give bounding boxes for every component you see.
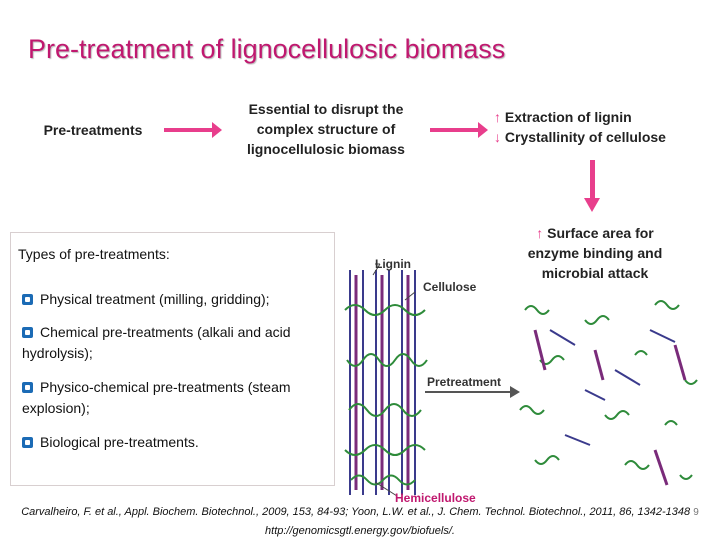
- surface-text: ↑ Surface area for enzyme binding and mi…: [527, 225, 663, 281]
- page-number: 9: [693, 507, 699, 518]
- list-item: Chemical pre-treatments (alkali and acid…: [22, 324, 291, 361]
- checkbox-bullet-icon: [22, 437, 33, 448]
- pretreatments-label: Pre-treatments: [43, 122, 143, 138]
- checkbox-bullet-icon: [22, 327, 33, 338]
- effects-text: ↑ Extraction of lignin ↓ Crystallinity o…: [494, 109, 666, 145]
- page-title: Pre-treatment of lignocellulosic biomass: [28, 34, 506, 64]
- list-item: Biological pre-treatments.: [22, 432, 322, 453]
- checkbox-bullet-icon: [22, 382, 33, 393]
- biomass-diagram: Lignin Cellulose Pretreatment Hemicellul…: [344, 257, 698, 505]
- types-box: [10, 232, 335, 486]
- essential-text: Essential to disrupt the complex structu…: [247, 101, 405, 157]
- checkbox-bullet-icon: [22, 294, 33, 305]
- list-item: Physico-chemical pre-treatments (steam e…: [22, 379, 291, 416]
- arrow-down-icon: [590, 160, 595, 200]
- lignin-label: Lignin: [375, 257, 411, 271]
- types-heading: Types of pre-treatments:: [18, 246, 170, 262]
- list-item: Physical treatment (milling, gridding);: [22, 289, 332, 310]
- hemicellulose-label: Hemicellulose: [395, 491, 476, 505]
- pretreatment-label: Pretreatment: [427, 375, 501, 389]
- arrow-right-icon: [430, 122, 488, 138]
- citation: Carvalheiro, F. et al., Appl. Biochem. B…: [21, 506, 699, 537]
- arrow-right-icon: [164, 122, 222, 138]
- arrow-down-head-icon: [584, 198, 600, 212]
- cellulose-label: Cellulose: [423, 280, 477, 294]
